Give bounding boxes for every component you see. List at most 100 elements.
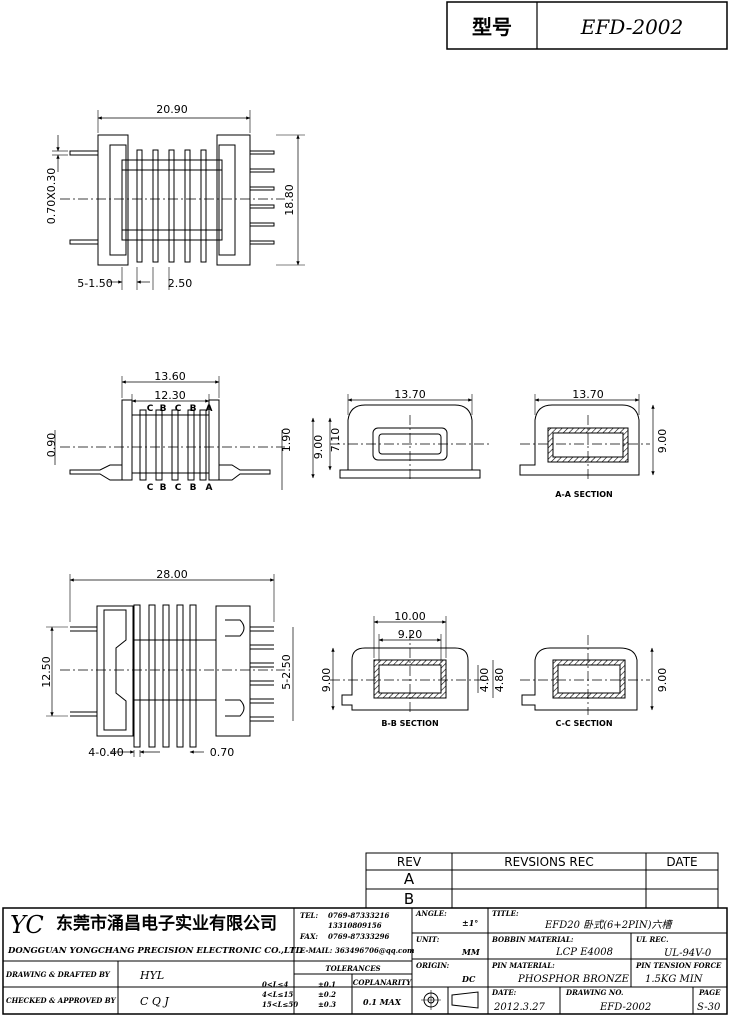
top-view xyxy=(52,110,305,290)
dim-aa-h: 9.00 xyxy=(656,429,669,454)
slot-label: A xyxy=(206,483,213,493)
date-label: DATE: xyxy=(491,988,517,997)
tol-value: ±0.1 xyxy=(318,980,336,989)
title-label: TITLE: xyxy=(492,909,519,918)
page-value: S-30 xyxy=(697,1002,721,1013)
dim-aa-w: 13.70 xyxy=(572,388,604,401)
tel2-value: 13310809156 xyxy=(328,921,382,930)
rev-row-a: A xyxy=(404,870,415,888)
rev-header-date: DATE xyxy=(666,855,697,869)
slot-label: C xyxy=(175,483,182,493)
date-value: 2012.3.27 xyxy=(493,1002,546,1013)
dim-bb-w2: 9.20 xyxy=(398,628,423,641)
dim-front-w1: 13.60 xyxy=(154,370,186,383)
unit-value: MM xyxy=(461,947,481,957)
title-value: EFD20 卧式(6+2PIN)六槽 xyxy=(544,919,673,931)
cc-section xyxy=(520,635,654,715)
title-block xyxy=(2,907,728,1015)
email-label: E-MAIL: xyxy=(299,946,333,955)
checked-label: CHECKED & APPROVED BY xyxy=(6,996,117,1005)
slot-label: C xyxy=(147,483,154,493)
company-name-cn: 东莞市涌昌电子实业有限公司 xyxy=(56,913,277,934)
slot-label: C xyxy=(147,404,154,414)
tension-label: PIN TENSION FORCE xyxy=(635,961,722,970)
slot-labels-bottom: C B C B A xyxy=(147,483,213,493)
dim-side-w: 13.70 xyxy=(394,388,426,401)
dim-top-width: 20.90 xyxy=(156,103,188,116)
dim-bb-in1: 4.00 xyxy=(478,668,491,693)
bb-section xyxy=(330,616,494,715)
slot-label: B xyxy=(190,483,197,493)
dim-pin-count-pitch: 5-1.50 xyxy=(77,277,112,290)
dim-bottom-h: 12.50 xyxy=(40,656,53,688)
fax-label: FAX: xyxy=(299,932,318,941)
drawn-label: DRAWING & DRAFTED BY xyxy=(5,970,111,979)
coplanarity-label: COPLANARITY xyxy=(353,978,412,987)
dim-bottom-left: 4-0.40 xyxy=(88,746,123,759)
dim-front-h1: 0.90 xyxy=(45,433,58,458)
drawing-no-value: EFD-2002 xyxy=(599,1002,651,1013)
angle-value: ±1° xyxy=(462,918,478,928)
slot-label: A xyxy=(206,404,213,414)
side-view xyxy=(311,394,490,482)
tol-value: ±0.3 xyxy=(318,1000,336,1009)
model-value: EFD-2002 xyxy=(580,15,684,39)
fax-value: 0769-87333296 xyxy=(328,932,389,941)
front-view xyxy=(54,376,285,490)
drawing-no-label: DRAWING NO. xyxy=(565,988,623,997)
rev-header-rev: REV xyxy=(397,855,422,869)
pin-material-label: PIN MATERIAL: xyxy=(491,961,555,970)
dim-bb-w1: 10.00 xyxy=(394,610,426,623)
tension-value: 1.5KG MIN xyxy=(645,974,704,985)
page-label: PAGE xyxy=(698,988,721,997)
dim-bb-h: 9.00 xyxy=(320,668,333,693)
origin-value: DC xyxy=(461,974,476,984)
tol-range: 0<L≤4 xyxy=(262,980,289,989)
dim-pitch: 2.50 xyxy=(168,277,193,290)
slot-label: B xyxy=(190,404,197,414)
header-box: 型号 EFD-2002 xyxy=(446,1,728,50)
bobbin-label: BOBBIN MATERIAL: xyxy=(491,935,574,944)
origin-label: ORIGIN: xyxy=(416,961,450,970)
dim-bottom-right: 0.70 xyxy=(210,746,235,759)
section-cc-label: C-C SECTION xyxy=(555,719,612,728)
email-value: 363496706@qq.com xyxy=(335,946,414,955)
bobbin-value: LCP E4008 xyxy=(555,947,613,958)
pin-material-value: PHOSPHOR BRONZE xyxy=(517,974,630,985)
bottom-view xyxy=(46,574,294,757)
slot-label: C xyxy=(175,404,182,414)
dim-bb-in2: 4.80 xyxy=(493,668,506,693)
tel-value: 0769-87333216 xyxy=(328,911,389,920)
dim-pin-size: 0.70X0.30 xyxy=(45,168,58,225)
dim-cc-h: 9.00 xyxy=(656,668,669,693)
drawn-value: HYL xyxy=(139,969,164,982)
tel-label: TEL: xyxy=(300,911,318,920)
checked-value: C Q J xyxy=(140,995,169,1008)
rev-header-rec: REVSIONS REC xyxy=(504,855,593,869)
company-logo: YC xyxy=(10,911,44,939)
dim-bottom-w: 28.00 xyxy=(156,568,188,581)
tol-value: ±0.2 xyxy=(318,990,336,999)
slot-label: B xyxy=(160,483,167,493)
coplanarity-value: 0.1 MAX xyxy=(363,997,402,1007)
slot-label: B xyxy=(160,404,167,414)
slot-labels-top: C B C B A xyxy=(147,404,213,414)
section-aa-label: A-A SECTION xyxy=(555,490,613,499)
dim-side-h2: 7.10 xyxy=(329,428,342,453)
dim-side-h1: 9.00 xyxy=(312,435,325,460)
aa-section xyxy=(519,394,655,480)
section-bb-label: B-B SECTION xyxy=(381,719,438,728)
rev-row-b: B xyxy=(404,890,414,908)
dim-front-h2: 1.90 xyxy=(280,428,293,453)
tolerances-label: TOLERANCES xyxy=(325,964,380,973)
model-label: 型号 xyxy=(472,15,512,39)
dim-top-height: 18.80 xyxy=(283,184,296,216)
tol-range: 15<L≤50 xyxy=(262,1000,298,1009)
dim-bottom-pins: 5-2.50 xyxy=(280,654,293,689)
ul-label: UL REC. xyxy=(636,935,669,944)
dim-front-w2: 12.30 xyxy=(154,389,186,402)
projection-symbol-icon xyxy=(421,990,479,1010)
unit-label: UNIT: xyxy=(416,935,440,944)
tol-range: 4<L≤15 xyxy=(262,990,293,999)
